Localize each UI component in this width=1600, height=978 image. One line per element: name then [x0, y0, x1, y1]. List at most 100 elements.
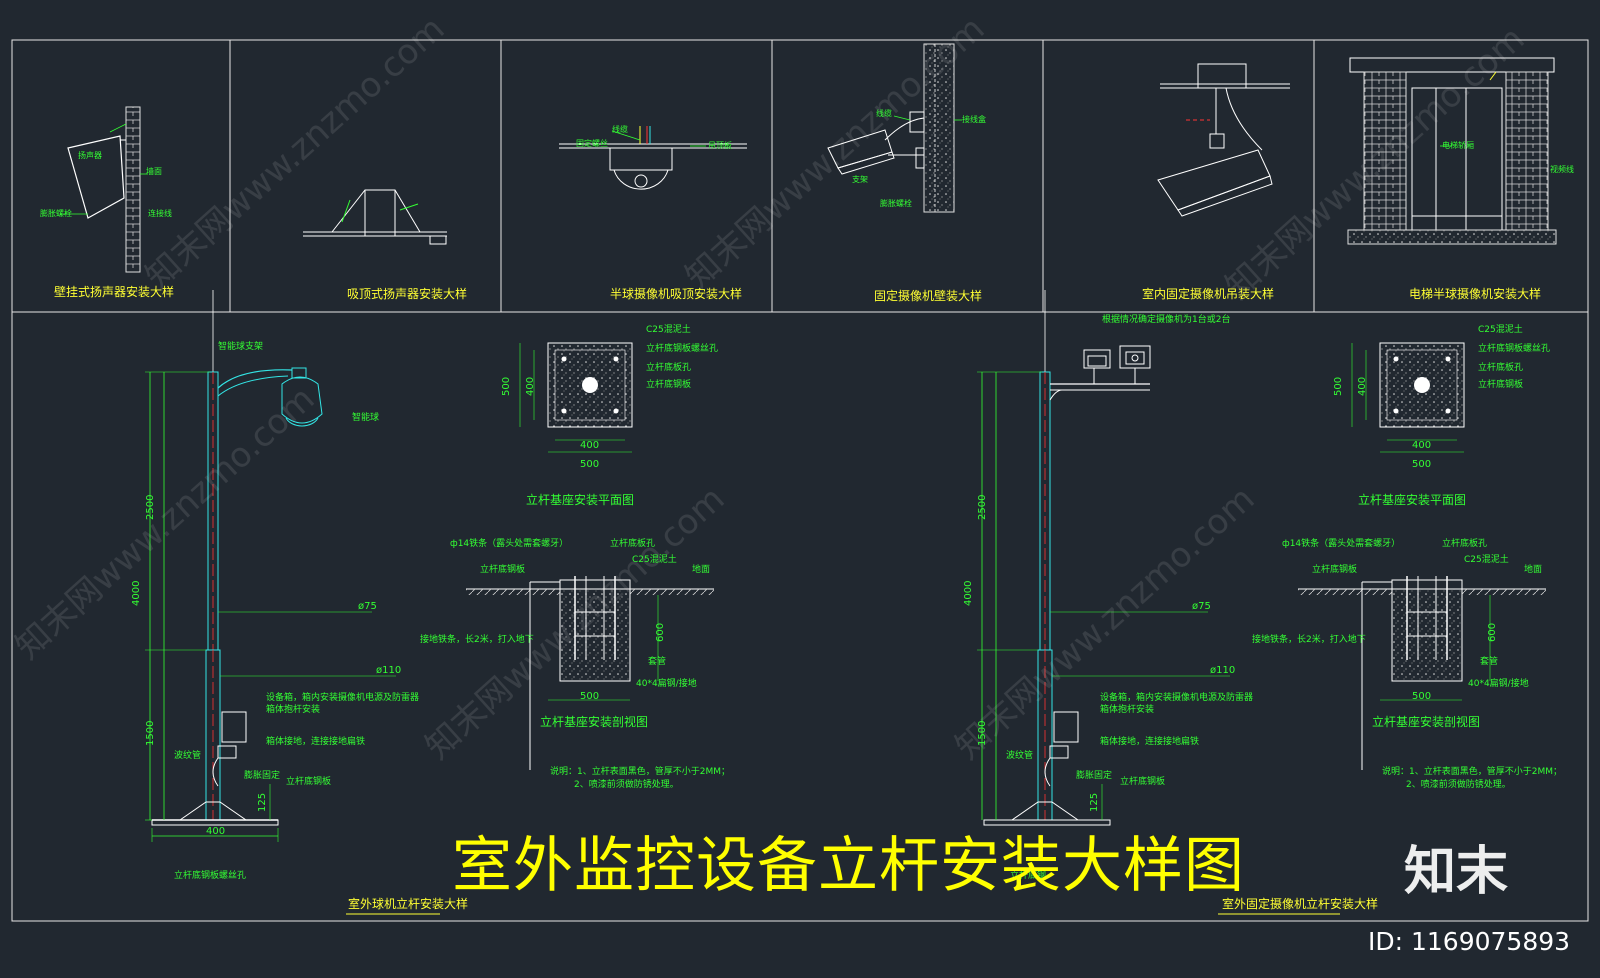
label: 视频线	[1550, 165, 1574, 174]
earth-rod-label: 接地铁条，长2米，打入地下	[420, 635, 534, 645]
section-title: 立杆基座安装剖视图	[540, 715, 649, 729]
dim-400-v: 400	[525, 376, 536, 396]
dim-4000: 4000	[131, 580, 142, 606]
dim-400: 400	[206, 826, 226, 837]
note-1: 说明：1、立杆表面黑色，管厚不小于2MM；	[550, 767, 730, 777]
box-note: 设备箱，箱内安装摄像机电源及防雷器	[1100, 693, 1254, 703]
base-plate-label: 立杆底钢板	[1120, 777, 1166, 787]
plan-label: 立杆底钢板	[1478, 380, 1524, 390]
main-title: 室外监控设备立杆安装大样图	[452, 831, 1245, 901]
plan-label: 立杆底板孔	[646, 363, 692, 373]
left-pole-caption: 室外球机立杆安装大样	[348, 897, 469, 911]
image-id: ID: 1169075893	[1368, 927, 1571, 956]
dim-2500: 2500	[977, 494, 988, 520]
bolt-hole-label: 立杆底钢	[1010, 871, 1047, 881]
base-plate-label: 立杆底钢板	[286, 777, 332, 787]
note-2: 2、喷漆前须做防锈处理。	[1406, 780, 1511, 790]
conduit-label: 套管	[648, 657, 667, 667]
plan-label: 立杆底钢板螺丝孔	[646, 344, 719, 354]
dim-125: 125	[1089, 792, 1100, 812]
ground-note: 箱体接地，连接接地扁铁	[266, 737, 366, 747]
label: 连接线	[148, 209, 172, 218]
dim-125: 125	[257, 792, 268, 812]
label: 墙面	[146, 167, 162, 176]
flat-iron-label: 40*4扁钢/接地	[1468, 679, 1529, 689]
dim-500: 500	[580, 459, 600, 470]
label: 线缆	[612, 125, 628, 134]
label: 接线盒	[962, 115, 986, 124]
dim-4000: 4000	[963, 580, 974, 606]
dim-400: 400	[580, 440, 600, 451]
drawing-frame	[11, 39, 1589, 922]
plan-label: C25混泥土	[646, 325, 691, 335]
note-2: 2、喷漆前须做防锈处理。	[574, 780, 679, 790]
foundation-plan-right	[1351, 342, 1465, 453]
box-note-2: 箱体抱杆安装	[266, 705, 321, 715]
dim-2500: 2500	[145, 494, 156, 520]
dim-d110: ø110	[1210, 665, 1236, 676]
foundation-plan-left	[519, 342, 633, 453]
base-hole-label: 立杆底板孔	[610, 539, 656, 549]
plan-title: 立杆基座安装平面图	[526, 493, 635, 507]
right-pole-caption: 室外固定摄像机立杆安装大样	[1222, 897, 1379, 911]
panel-title-elevator-camera: 电梯半球摄像机安装大样	[1409, 287, 1542, 301]
label: 膨胀螺栓	[40, 209, 72, 218]
hose-label: 波纹管	[174, 751, 202, 761]
dim-600: 600	[655, 622, 666, 642]
rebar-label: ф14铁条（露头处需套螺牙）	[1282, 539, 1401, 549]
ball-bracket-label: 智能球支架	[218, 342, 264, 352]
label: 电梯轿厢	[1442, 141, 1474, 150]
panel-title-dome-camera: 半球摄像机吸顶安装大样	[610, 287, 743, 301]
hose-label: 波纹管	[1006, 751, 1034, 761]
label: 支架	[852, 175, 868, 184]
dome-camera-ceiling-detail	[559, 126, 747, 190]
foundation-section-left	[466, 576, 714, 770]
dim-1500: 1500	[145, 720, 156, 746]
plan-title: 立杆基座安装平面图	[1358, 493, 1467, 507]
panel-title-indoor-camera: 室内固定摄像机吊装大样	[1142, 287, 1275, 301]
plan-label: C25混泥土	[1478, 325, 1523, 335]
label: 固定螺丝	[576, 139, 608, 148]
concrete-label: C25混泥土	[632, 555, 677, 565]
ceiling-speaker-detail	[303, 189, 447, 245]
elevator-camera-detail	[1347, 57, 1557, 245]
plan-label: 立杆底钢板	[646, 380, 692, 390]
right-pole-drawing	[977, 290, 1230, 826]
brand-logo: 知末	[1404, 842, 1509, 902]
label: 线缆	[876, 109, 892, 118]
base-hole-label: 立杆底板孔	[1442, 539, 1488, 549]
fixed-camera-wall-detail	[827, 43, 962, 213]
foundation-section-right	[1298, 576, 1546, 770]
conduit-label: 套管	[1480, 657, 1499, 667]
dim-400-v: 400	[1357, 376, 1368, 396]
panel-title-ceiling-speaker: 吸顶式扬声器安装大样	[347, 287, 468, 301]
plan-label: 立杆底板孔	[1478, 363, 1524, 373]
fix-label: 膨胀固定	[1076, 771, 1113, 781]
earth-rod-label: 接地铁条，长2米，打入地下	[1252, 635, 1366, 645]
plan-label: 立杆底钢板螺丝孔	[1478, 344, 1551, 354]
label: 吊顶板	[708, 141, 732, 150]
dim-500-v: 500	[501, 376, 512, 396]
ground-note: 箱体接地，连接接地扁铁	[1100, 737, 1200, 747]
fix-label: 膨胀固定	[244, 771, 281, 781]
ground-label: 地面	[1524, 565, 1543, 575]
concrete-label: C25混泥土	[1464, 555, 1509, 565]
ball-label: 智能球	[352, 413, 380, 423]
indoor-camera-hanging-detail	[1157, 63, 1290, 217]
bolt-hole-label: 立杆底钢板螺丝孔	[174, 871, 247, 881]
panel-title-wall-speaker: 壁挂式扬声器安装大样	[54, 285, 175, 299]
label: 膨胀螺栓	[880, 199, 912, 208]
dim-500: 500	[580, 691, 600, 702]
dim-500: 500	[1412, 691, 1432, 702]
left-pole-drawing	[145, 290, 396, 842]
dim-500-v: 500	[1333, 376, 1344, 396]
panel-title-fixed-camera-wall: 固定摄像机壁装大样	[874, 289, 983, 303]
dim-400: 400	[1412, 440, 1432, 451]
dim-1500: 1500	[977, 720, 988, 746]
base-plate-label: 立杆底钢板	[1312, 565, 1358, 575]
note-1: 说明：1、立杆表面黑色，管厚不小于2MM；	[1382, 767, 1562, 777]
wall-speaker-detail	[60, 106, 148, 273]
box-note-2: 箱体抱杆安装	[1100, 705, 1155, 715]
dim-500: 500	[1412, 459, 1432, 470]
